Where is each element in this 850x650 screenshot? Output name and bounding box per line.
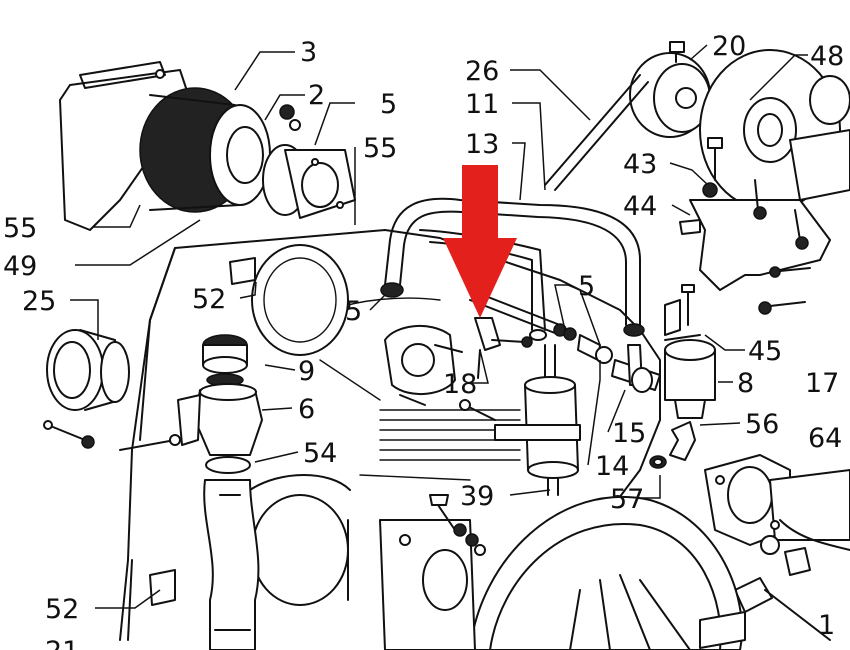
stud-a [434, 344, 463, 353]
callout-64: 64 [808, 423, 842, 454]
callout-8: 8 [737, 368, 754, 399]
callout-21: 21 [45, 636, 79, 650]
belt-26b [554, 81, 649, 191]
flywheel-fan [469, 495, 746, 650]
callout-17: 17 [805, 368, 839, 399]
stud-c-nut [459, 399, 471, 411]
callout-18: 18 [443, 369, 477, 400]
elbow-56 [669, 421, 696, 461]
bolt-45 [664, 284, 695, 336]
callout-44: 44 [623, 191, 657, 222]
bracket-52-left [149, 257, 256, 606]
bracket-44 [679, 137, 831, 291]
callout-49: 49 [3, 251, 37, 282]
solenoid-8 [664, 334, 716, 419]
fuel-filter-39 [494, 344, 581, 496]
pipe-clamp-left [380, 282, 404, 298]
pipe-clamp-mid [529, 329, 547, 341]
callout-57: 57 [610, 484, 644, 515]
callout-55: 55 [3, 213, 37, 244]
callout-13: 13 [465, 129, 499, 160]
oring-57 [649, 455, 667, 469]
callout-9: 9 [298, 356, 315, 387]
left-pulley-25 [46, 329, 130, 411]
callout-54: 54 [303, 438, 337, 469]
hose-21 [203, 479, 260, 650]
callout-52: 52 [45, 594, 79, 625]
sensor-bottom-right [734, 577, 831, 641]
oil-filter-housing [249, 474, 351, 606]
red-pointer-arrow [443, 165, 517, 318]
callout-1: 1 [818, 610, 835, 641]
exhaust-pipe-lower [760, 519, 850, 576]
bolt-bottom-bracket [758, 301, 806, 315]
callout-48: 48 [810, 41, 844, 72]
callout-labels: 3 2 5 55 55 49 26 11 13 20 48 43 44 52 2… [3, 31, 844, 650]
left-bolt [43, 420, 95, 449]
callout-15: 15 [612, 418, 646, 449]
callout-5: 5 [345, 296, 362, 327]
hose-clamp-54 [205, 456, 251, 474]
block-port [251, 244, 349, 356]
callout-5: 5 [380, 89, 397, 120]
gasket-plate [384, 324, 456, 396]
stud-nut [169, 434, 181, 446]
callout-45: 45 [748, 336, 782, 367]
t-fitting-15 [611, 344, 661, 393]
callout-11: 11 [465, 89, 499, 120]
belt-26 [544, 74, 641, 186]
air-filter-assembly [59, 61, 301, 231]
callout-25: 25 [22, 286, 56, 317]
fuel-pipe-upper [384, 197, 641, 326]
bracket-bolt-18 [474, 317, 533, 379]
stud-left [119, 439, 176, 451]
front-plate [379, 494, 486, 650]
callout-52: 52 [192, 284, 226, 315]
callout-14: 14 [595, 451, 629, 482]
callout-56: 56 [745, 409, 779, 440]
callout-20: 20 [712, 31, 746, 62]
callout-3: 3 [300, 37, 317, 68]
callout-2: 2 [308, 80, 325, 111]
callout-5: 5 [578, 271, 595, 302]
callout-26: 26 [465, 56, 499, 87]
pipe-clamp-right [623, 323, 645, 337]
callout-55: 55 [363, 133, 397, 164]
callout-39: 39 [460, 481, 494, 512]
stud-b [399, 394, 426, 406]
sleeve-6 [177, 383, 263, 456]
exhaust-flange-64 [704, 454, 850, 546]
filler-cap-9 [202, 334, 248, 387]
callout-6: 6 [298, 394, 315, 425]
washer-stack [553, 323, 613, 364]
fan-48 [699, 49, 850, 211]
leader-lines [70, 44, 808, 609]
air-filter-flange [262, 144, 356, 219]
callout-43: 43 [623, 149, 657, 180]
